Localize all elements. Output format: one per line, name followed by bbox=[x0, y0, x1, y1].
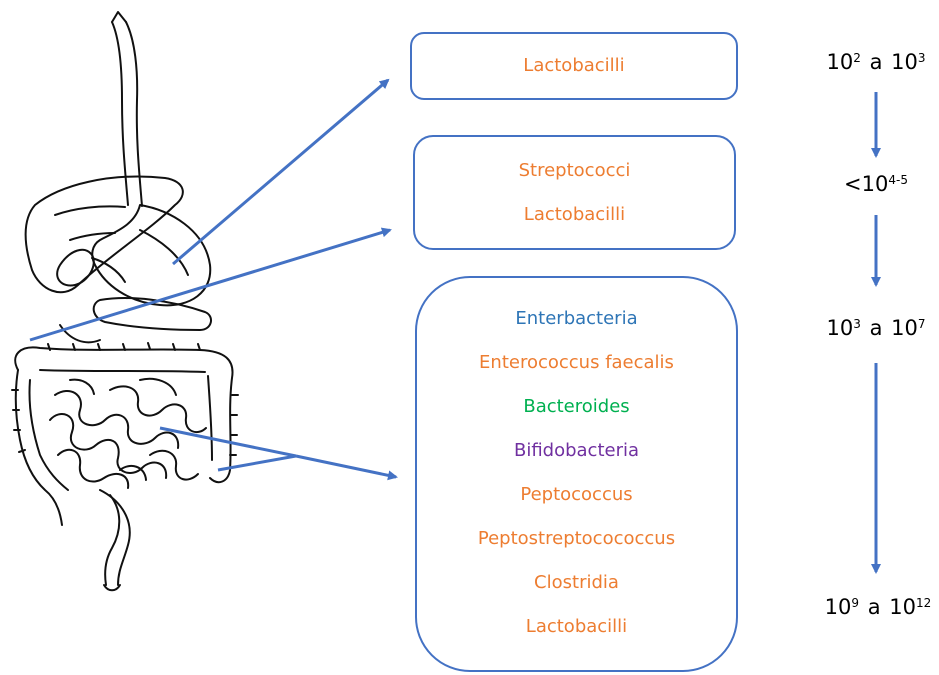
bacteria-box-upper: Lactobacilli bbox=[410, 32, 738, 100]
arrow-intestine-split bbox=[160, 428, 296, 470]
count-label-1: 102 a 103 bbox=[806, 50, 939, 74]
bacteria-label: Streptococci bbox=[519, 162, 631, 180]
digestive-system-icon bbox=[12, 12, 238, 590]
bacteria-box-middle: Streptococci Lactobacilli bbox=[413, 135, 736, 250]
bacteria-label: Lactobacilli bbox=[523, 57, 624, 75]
bacteria-label: Clostridia bbox=[534, 574, 619, 592]
bacteria-label: Enterbacteria bbox=[515, 310, 637, 328]
count-label-2: <104-5 bbox=[806, 172, 939, 196]
bacteria-label: Enterococcus faecalis bbox=[479, 354, 674, 372]
bacteria-label: Peptococcus bbox=[520, 486, 632, 504]
count-label-4: 109 a 1012 bbox=[808, 595, 939, 619]
arrow-stomach-upper bbox=[173, 80, 388, 264]
count-label-3: 103 a 107 bbox=[806, 316, 939, 340]
bacteria-label: Peptostreptocococcus bbox=[478, 530, 675, 548]
bacteria-label: Lactobacilli bbox=[524, 206, 625, 224]
bacteria-label: Bifidobacteria bbox=[514, 442, 639, 460]
bacteria-label: Lactobacilli bbox=[526, 618, 627, 636]
bacteria-box-intestine: Enterbacteria Enterococcus faecalis Bact… bbox=[415, 276, 738, 672]
bacteria-label: Bacteroides bbox=[523, 398, 629, 416]
arrow-intestine bbox=[296, 456, 396, 477]
